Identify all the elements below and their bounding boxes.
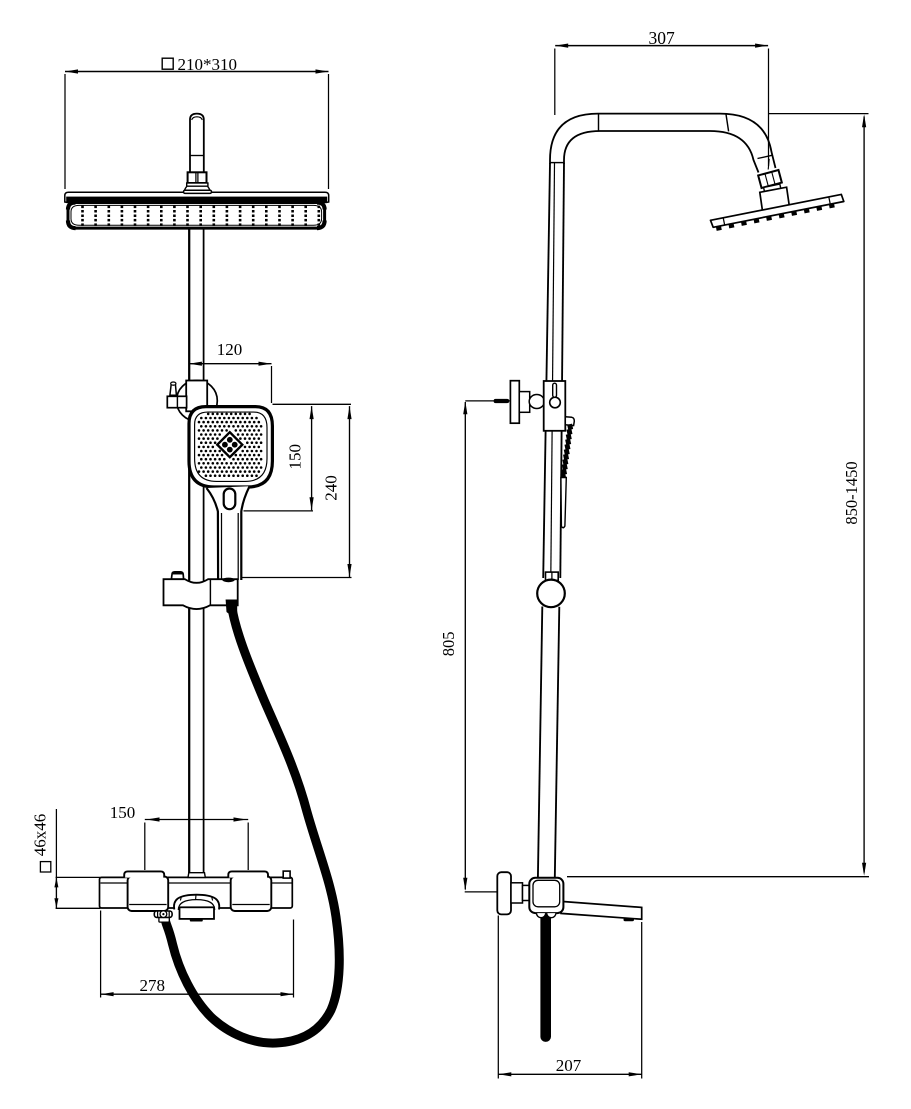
svg-text:150: 150 <box>110 803 136 822</box>
svg-text:46x46: 46x46 <box>31 814 50 857</box>
svg-text:207: 207 <box>556 1056 582 1075</box>
svg-text:307: 307 <box>648 28 675 48</box>
svg-text:805: 805 <box>439 632 458 657</box>
svg-text:150: 150 <box>286 444 305 470</box>
svg-text:120: 120 <box>217 340 243 359</box>
svg-text:278: 278 <box>139 976 165 995</box>
svg-text:850-1450: 850-1450 <box>842 461 861 524</box>
svg-text:240: 240 <box>322 475 341 501</box>
svg-text:210*310: 210*310 <box>178 55 238 74</box>
